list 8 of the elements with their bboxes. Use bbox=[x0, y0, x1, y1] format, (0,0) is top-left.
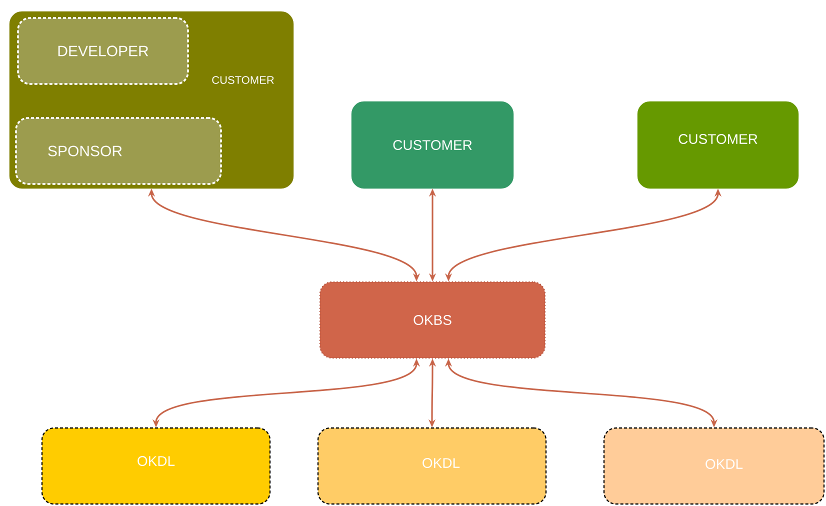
process-box: OKDL bbox=[317, 427, 547, 505]
process-box: SPONSOR bbox=[15, 117, 222, 185]
process-box: CUSTOMER bbox=[637, 101, 799, 189]
process-box: OKDL bbox=[41, 427, 271, 505]
process-box: OKBS bbox=[319, 281, 546, 359]
process-box: CUSTOMER bbox=[351, 101, 514, 189]
process-box: OKDL bbox=[603, 427, 825, 505]
process-box: DEVELOPER bbox=[17, 17, 189, 85]
